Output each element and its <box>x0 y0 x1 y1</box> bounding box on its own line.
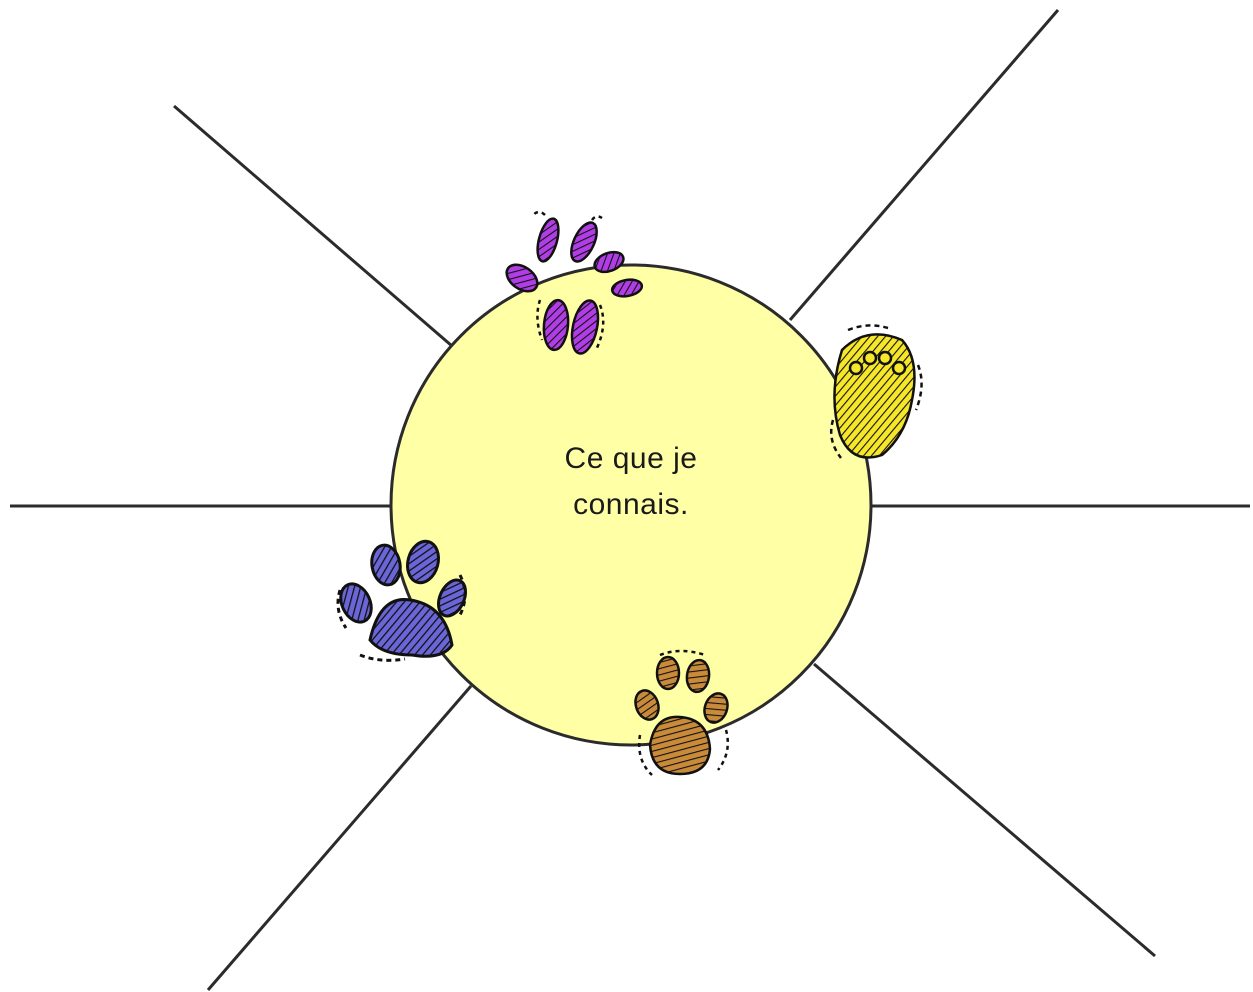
center-label-line2: connais. <box>491 482 771 528</box>
center-label-line1: Ce que je <box>491 436 771 482</box>
yellow-paw-icon <box>831 325 921 458</box>
center-label: Ce que je connais. <box>491 436 771 528</box>
spoke-upper-right <box>790 10 1058 320</box>
spoke-lower-right <box>814 664 1155 956</box>
spoke-upper-left <box>174 106 452 346</box>
spoke-lower-left <box>208 686 471 990</box>
